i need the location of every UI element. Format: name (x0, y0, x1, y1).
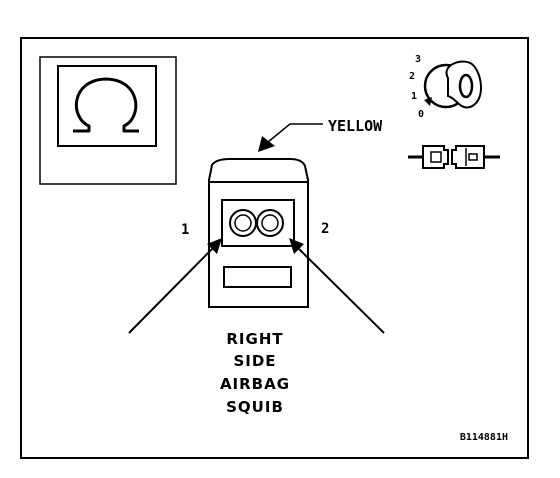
component-name-line-1: RIGHT (226, 330, 283, 348)
squib-connector (208, 158, 309, 308)
ignition-position-3: 3 (415, 54, 421, 65)
ignition-key-icon: 3 2 1 0 (409, 54, 482, 120)
probe-arrowhead-right (289, 238, 304, 254)
probe-lead-right (298, 248, 385, 334)
component-name-line-2: SIDE (233, 352, 276, 370)
ohmmeter-omega-icon (39, 56, 177, 185)
terminal-1-label: 1 (181, 222, 189, 238)
ignition-position-1: 1 (411, 91, 417, 102)
wire-color-label: YELLOW (328, 117, 383, 135)
figure-code: B114881H (460, 432, 508, 443)
ignition-position-0: 0 (418, 109, 424, 120)
diagram-frame (20, 37, 529, 459)
probe-arrowhead-left (207, 238, 222, 254)
component-name-line-3: AIRBAG (220, 375, 290, 393)
probe-lead-left (128, 248, 213, 334)
ignition-position-2: 2 (409, 71, 415, 82)
disconnected-connector-icon (408, 145, 500, 169)
component-name-line-4: SQUIB (226, 398, 284, 416)
terminal-2-label: 2 (321, 221, 329, 237)
wire-color-leader (267, 123, 323, 143)
wire-color-arrowhead (258, 136, 275, 152)
